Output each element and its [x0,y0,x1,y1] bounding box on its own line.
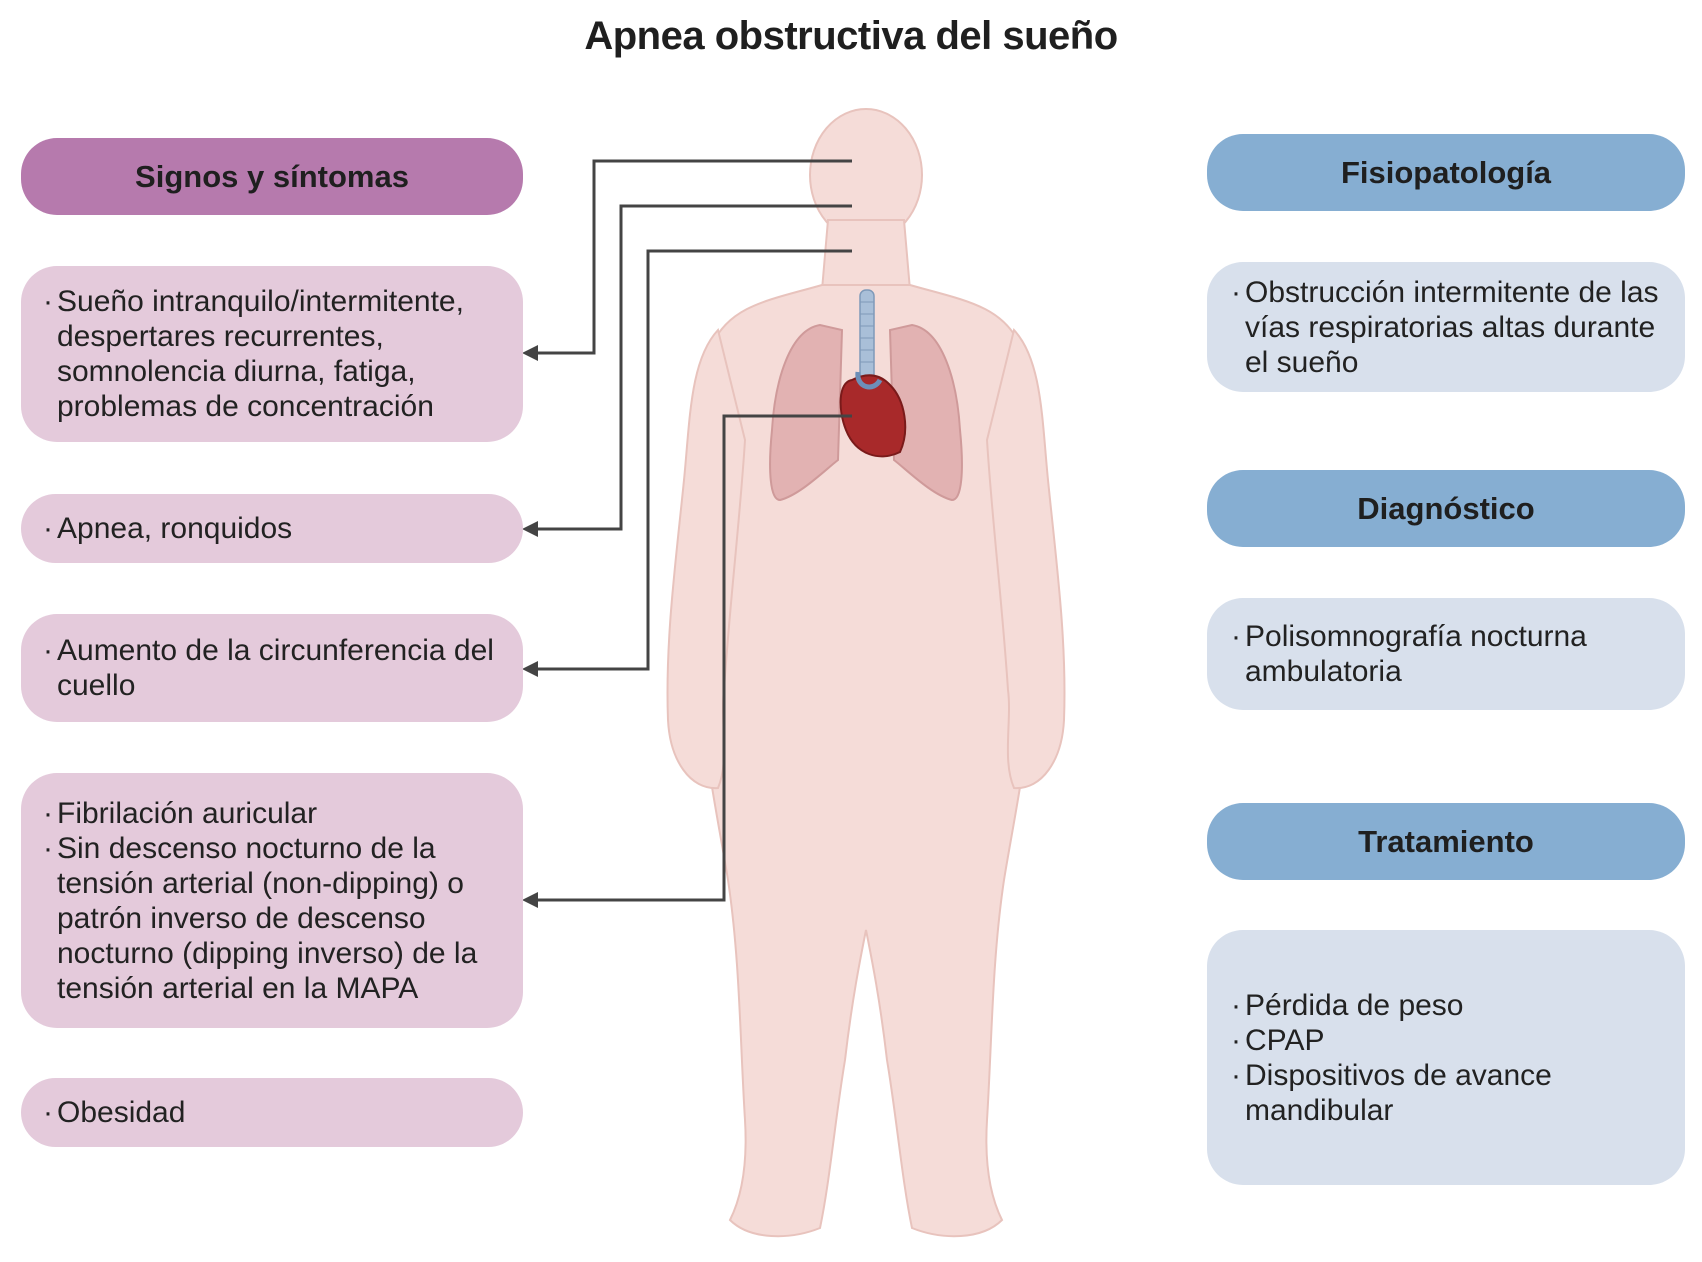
page-title: Apnea obstructiva del sueño [584,14,1118,58]
list-item: Sueño intranquilo/intermitente, desperta… [43,284,511,424]
diag-header: Diagnóstico [1207,470,1685,547]
signs-header: Signos y síntomas [21,138,523,215]
connector-arrowheads [522,345,538,908]
trachea [859,289,875,381]
heart [839,371,907,458]
list-item: Apnea, ronquidos [43,511,511,546]
signs-box-obesity: Obesidad [21,1078,523,1147]
fisio-box: Obstrucción intermitente de las vías res… [1207,262,1685,392]
signs-box-apnea: Apnea, ronquidos [21,494,523,563]
diag-box: Polisomnografía nocturna ambulatoria [1207,598,1685,710]
signs-box-neck: Aumento de la circunferencia del cuello [21,614,523,722]
list-item: CPAP [1231,1023,1673,1058]
list-item: Sin descenso nocturno de la tensión arte… [43,831,511,1006]
list-item: Fibrilación auricular [43,796,511,831]
trat-header: Tratamiento [1207,803,1685,880]
signs-box-sleep: Sueño intranquilo/intermitente, desperta… [21,266,523,442]
lungs [769,323,963,502]
list-item: Dispositivos de avance mandibular [1231,1058,1673,1128]
list-item: Obstrucción intermitente de las vías res… [1231,275,1673,380]
list-item: Polisomnografía nocturna ambulatoria [1231,619,1673,689]
list-item: Obesidad [43,1095,511,1130]
trat-box: Pérdida de peso CPAP Dispositivos de ava… [1207,930,1685,1185]
fisio-header: Fisiopatología [1207,134,1685,211]
list-item: Pérdida de peso [1231,988,1673,1023]
connector-lines [532,159,852,902]
list-item: Aumento de la circunferencia del cuello [43,633,511,703]
body-silhouette [666,108,1066,1238]
signs-box-cardio: Fibrilación auricular Sin descenso noctu… [21,773,523,1028]
